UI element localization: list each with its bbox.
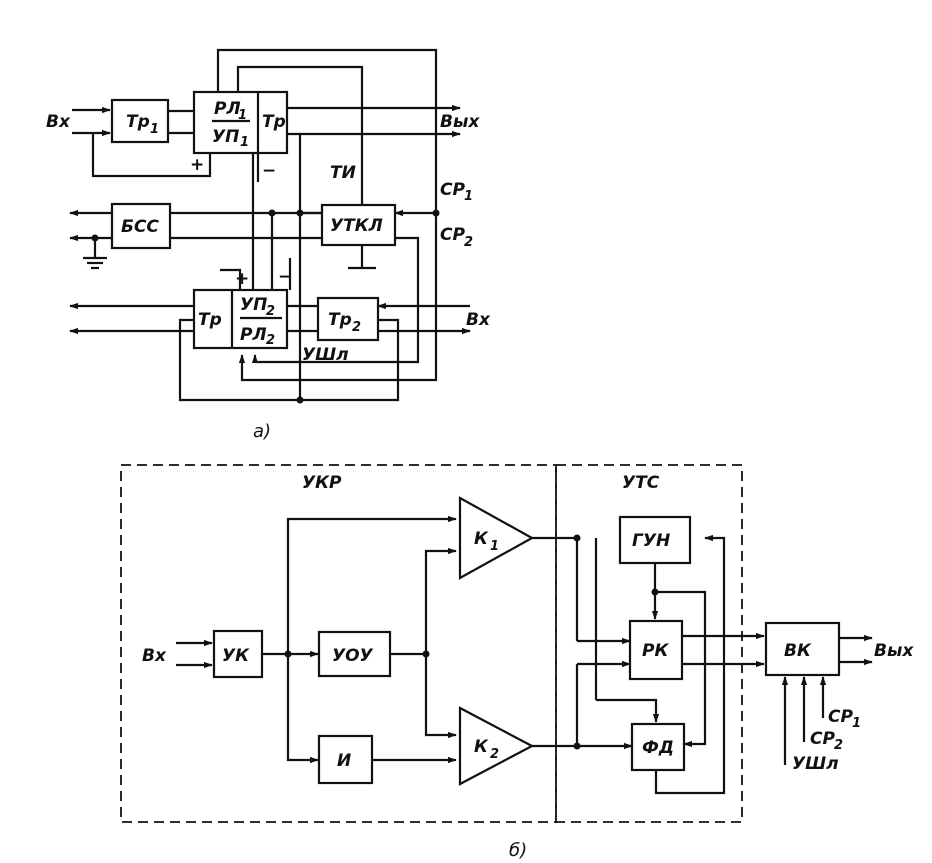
svg-text:2: 2: [352, 320, 361, 335]
svg-text:1: 1: [464, 189, 473, 204]
svg-text:РЛ: РЛ: [240, 325, 267, 345]
label-a-plus-top: +: [190, 155, 204, 175]
label-a-ti: ТИ: [330, 163, 356, 183]
label-a-minus-top: −: [262, 161, 276, 181]
svg-text:РК: РК: [642, 641, 669, 661]
svg-text:К: К: [474, 737, 489, 757]
svg-text:2: 2: [834, 738, 843, 753]
label-b-ushl: УШл: [792, 754, 839, 774]
svg-text:2: 2: [266, 333, 275, 348]
svg-text:ВК: ВК: [784, 641, 812, 661]
block-gun: ГУН: [618, 515, 692, 565]
svg-text:ГУН: ГУН: [632, 531, 670, 551]
svg-text:УТКЛ: УТКЛ: [330, 216, 383, 236]
block-i: И: [317, 734, 374, 785]
caption-b: б): [509, 840, 527, 861]
svg-text:2: 2: [490, 747, 499, 762]
label-a-sr2: СР 2: [440, 225, 473, 250]
diagram-a-wires: [69, 48, 471, 402]
svg-text:1: 1: [490, 539, 499, 554]
label-b-in: Вх: [142, 646, 167, 666]
diagram-a: Тр 1 РЛ 1 УП 1 Тр БСС УТКЛ Тр УП 2: [46, 48, 491, 442]
svg-text:БСС: БСС: [121, 217, 159, 237]
diagram-a-junctions: [91, 209, 440, 404]
svg-text:1: 1: [852, 716, 861, 731]
svg-text:1: 1: [238, 108, 247, 123]
block-k2-comparator: К 2: [458, 706, 535, 786]
diagram-b-junctions: [284, 534, 659, 750]
svg-text:УОУ: УОУ: [332, 646, 374, 666]
diagram-b-wires: [176, 515, 873, 795]
block-tr2: Тр 2: [316, 296, 380, 342]
svg-text:СР: СР: [810, 729, 835, 749]
svg-text:Тр: Тр: [126, 112, 150, 132]
block-tr-up2-rl2: Тр УП 2 РЛ 2: [192, 288, 289, 350]
svg-text:РЛ: РЛ: [214, 99, 241, 119]
svg-text:2: 2: [266, 304, 275, 319]
svg-text:Тр: Тр: [198, 310, 222, 330]
svg-text:УТС: УТС: [622, 473, 660, 493]
svg-text:И: И: [337, 751, 351, 771]
block-rl1-up1: РЛ 1 УП 1 Тр: [192, 90, 289, 155]
block-bss: БСС: [110, 202, 172, 250]
svg-text:УП: УП: [212, 127, 239, 147]
svg-text:СР: СР: [440, 180, 465, 200]
svg-text:СР: СР: [828, 707, 853, 727]
svg-text:СР: СР: [440, 225, 465, 245]
label-a-out: Вых: [440, 112, 480, 132]
label-a-in-right: Вх: [466, 310, 491, 330]
label-a-sr1: СР 1: [440, 180, 473, 204]
svg-text:К: К: [474, 529, 489, 549]
block-uou: УОУ: [317, 630, 392, 678]
region-uts: УТС: [555, 464, 743, 823]
block-uk: УК: [212, 629, 264, 679]
svg-text:Тр: Тр: [262, 112, 286, 132]
svg-text:УП: УП: [240, 295, 267, 315]
svg-text:УК: УК: [222, 646, 250, 666]
block-fd: ФД: [630, 722, 686, 772]
label-a-minus-bottom: −: [278, 267, 292, 287]
svg-text:1: 1: [150, 122, 159, 137]
svg-text:2: 2: [464, 235, 473, 250]
svg-text:ФД: ФД: [642, 738, 674, 758]
label-a-ushl: УШл: [302, 345, 349, 365]
block-k1-comparator: К 1: [458, 496, 535, 580]
svg-text:УКР: УКР: [302, 473, 342, 493]
caption-a: а): [253, 421, 271, 442]
label-b-sr2: СР 2: [810, 729, 843, 753]
svg-text:Тр: Тр: [328, 310, 352, 330]
svg-text:1: 1: [240, 135, 249, 150]
label-a-in-left: Вх: [46, 112, 71, 132]
label-b-sr1: СР 1: [828, 707, 861, 731]
region-ukr: УКР: [120, 464, 557, 823]
block-tr1: Тр 1: [110, 98, 170, 144]
diagram-b: УКР УТС: [120, 464, 914, 861]
block-rk: РК: [628, 619, 684, 681]
block-utkl: УТКЛ: [320, 203, 397, 247]
block-vk: ВК: [764, 621, 841, 677]
label-b-out: Вых: [874, 641, 914, 661]
label-a-plus-bottom: +: [235, 269, 249, 289]
